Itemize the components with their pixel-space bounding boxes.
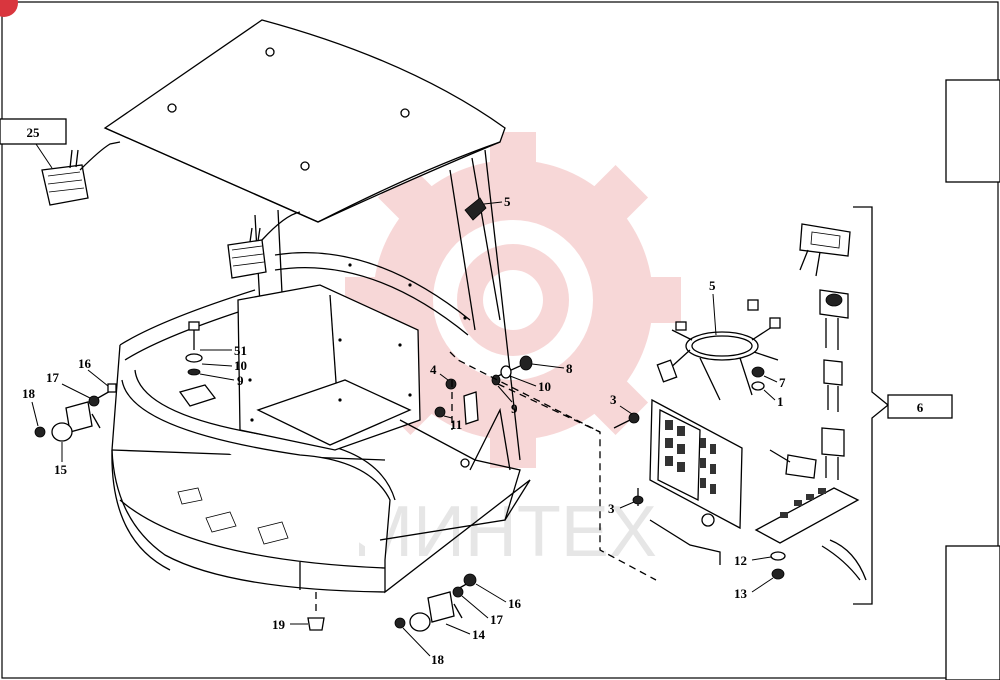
nut-9-left xyxy=(187,368,201,376)
callout-18-left: 18 xyxy=(22,386,36,401)
leader-3-lower xyxy=(619,501,635,509)
callout-5-harness: 5 xyxy=(709,278,716,293)
callout-12: 12 xyxy=(734,553,747,568)
callout-13: 13 xyxy=(734,586,748,601)
leader-18-left xyxy=(31,401,39,427)
callout-19: 19 xyxy=(272,617,286,632)
callout-4: 4 xyxy=(430,362,437,377)
leader-11 xyxy=(443,415,453,419)
fuse-relay-panel xyxy=(649,398,743,565)
leader-14 xyxy=(445,623,471,635)
leader-13 xyxy=(751,577,774,593)
washer-10-right xyxy=(500,365,512,379)
washer-17-left xyxy=(88,395,100,407)
switch-bracket xyxy=(178,384,217,407)
callout-5-pillar: 5 xyxy=(504,194,511,209)
callout-7: 7 xyxy=(779,375,786,390)
screw-3-upper xyxy=(613,412,640,429)
callout-11: 11 xyxy=(450,417,462,432)
leader-4 xyxy=(439,373,449,381)
callout-15: 15 xyxy=(54,462,68,477)
leader-17-bottom xyxy=(461,595,489,619)
leader-16-bottom xyxy=(475,583,507,603)
work-lamp-front xyxy=(227,211,301,279)
harness-clip-5 xyxy=(464,197,487,221)
leader-7 xyxy=(763,375,778,383)
edge-tab-bottom xyxy=(945,545,1000,680)
washer-10-left xyxy=(185,353,203,363)
nut-11 xyxy=(434,406,446,418)
screw-3-lower xyxy=(632,488,644,506)
leader-6 xyxy=(763,389,776,401)
assembly-line-a xyxy=(449,351,601,433)
switch-group xyxy=(769,223,851,480)
wiring-harness-5 xyxy=(656,299,781,401)
callout-10-right: 10 xyxy=(538,379,551,394)
leader-3-upper xyxy=(619,405,633,415)
leader-9-left xyxy=(199,373,235,381)
assembly-line-b xyxy=(497,383,657,581)
leader-16-left xyxy=(87,369,109,387)
callout-18-bottom: 18 xyxy=(431,652,445,667)
beacon-lamp-14 xyxy=(409,591,463,632)
nut-13 xyxy=(771,568,785,580)
nut-4 xyxy=(445,378,457,390)
callout-16-bottom: 16 xyxy=(508,596,522,611)
bolt-51 xyxy=(188,321,200,350)
work-lamp-25 xyxy=(41,141,121,206)
cab-assembly xyxy=(103,19,531,594)
leader-18-bottom xyxy=(402,627,431,657)
callout-6-label: 1 xyxy=(777,394,784,409)
leader-9-right xyxy=(497,385,513,403)
leader-5-pillar xyxy=(483,201,503,205)
callout-box-25 xyxy=(0,118,67,145)
group-bracket-1 xyxy=(853,206,890,605)
callout-14: 14 xyxy=(472,627,486,642)
lower-switch-panel xyxy=(754,487,867,581)
corner-badge xyxy=(0,0,18,17)
bracket-11 xyxy=(463,391,479,425)
callout-8: 8 xyxy=(566,361,573,376)
callout-17-bottom: 17 xyxy=(490,612,504,627)
edge-tab-top xyxy=(945,79,1000,183)
leader-10-right xyxy=(509,375,537,387)
beacon-lamp-15 xyxy=(51,401,101,442)
callout-1: 6 xyxy=(917,400,924,415)
nut-9-right xyxy=(491,374,501,386)
callout-3-lower: 3 xyxy=(608,501,615,516)
leader-8 xyxy=(531,363,565,369)
callout-10-left: 10 xyxy=(234,358,247,373)
washer-17-bottom xyxy=(452,586,464,598)
callout-3-upper: 3 xyxy=(610,392,617,407)
leader-17-left xyxy=(61,383,91,399)
leader-10-left xyxy=(201,363,233,367)
nut-18-left xyxy=(34,426,46,438)
washer-12 xyxy=(770,551,786,561)
callout-box-1 xyxy=(887,394,953,419)
light-19 xyxy=(307,592,325,631)
callout-9-right: 9 xyxy=(511,401,518,416)
bolt-16-left xyxy=(97,383,117,399)
callout-25: 25 xyxy=(27,125,41,140)
callout-9-left: 9 xyxy=(237,373,244,388)
leader-25 xyxy=(35,143,53,169)
nut-18-bottom xyxy=(394,617,406,629)
watermark-text: МИНТЕХ xyxy=(353,492,657,572)
callout-51: 51 xyxy=(234,343,247,358)
leader-12 xyxy=(751,556,772,561)
callout-17-left: 17 xyxy=(46,370,60,385)
callout-16-left: 16 xyxy=(78,356,92,371)
leader-5-harness xyxy=(712,293,717,336)
